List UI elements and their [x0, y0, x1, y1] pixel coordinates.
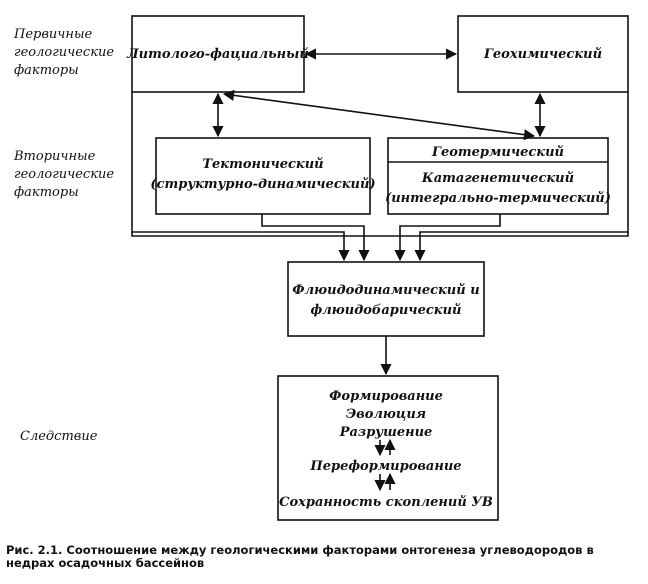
level-label-consequence: Следствие [20, 429, 98, 444]
secondary-frame [131, 92, 629, 237]
level-label-secondary: Вторичные геологические факторы [13, 149, 114, 200]
svg-text:Первичные: Первичные [13, 27, 93, 42]
fluid-label: Флюидодинамический и [292, 283, 479, 298]
preservation-label: Сохранность скоплений УВ [279, 495, 493, 510]
destruction-reformation-arrows [374, 438, 396, 457]
geochemical-label: Геохимический [483, 47, 602, 62]
geochemical-box [457, 15, 629, 93]
svg-text:геологические: геологические [14, 167, 114, 182]
tectonic-label: Тектонический [202, 157, 323, 172]
geothermal-catagenetic-box [387, 137, 609, 215]
lithofacial-label: Литолого-фациальный [126, 47, 309, 62]
formation-label: Формирование [329, 389, 443, 404]
lithofacial-box [131, 15, 305, 93]
frame-right-connector [414, 231, 628, 262]
fluid-sublabel: флюидобарический [311, 303, 462, 318]
evolution-label: Эволюция [346, 407, 426, 422]
geothermal-label: Геотермический [431, 145, 564, 160]
fluid-box [287, 261, 485, 337]
catagenetic-label: Катагенетический [421, 171, 574, 186]
catagenetic-sublabel: (интегрально-термический) [385, 191, 611, 206]
frame-left-connector [132, 231, 350, 262]
catagenetic-connector [394, 214, 501, 262]
svg-text:факторы: факторы [14, 63, 79, 78]
tectonic-sublabel: (структурно-динамический) [150, 177, 375, 192]
destruction-label: Разрушение [339, 425, 433, 440]
svg-text:факторы: факторы [14, 185, 79, 200]
svg-text:Вторичные: Вторичные [13, 149, 96, 164]
level-label-primary: Первичные геологические факторы [13, 27, 114, 78]
reformation-label: Переформирование [309, 459, 461, 474]
tectonic-box [155, 137, 371, 215]
reformation-preservation-arrows [374, 472, 396, 492]
figure-caption: Рис. 2.1. Соотношение между геологически… [6, 543, 594, 570]
svg-text:геологические: геологические [14, 45, 114, 60]
tectonic-connector [261, 214, 370, 262]
lithofacial-geothermal-arrow [222, 89, 536, 141]
